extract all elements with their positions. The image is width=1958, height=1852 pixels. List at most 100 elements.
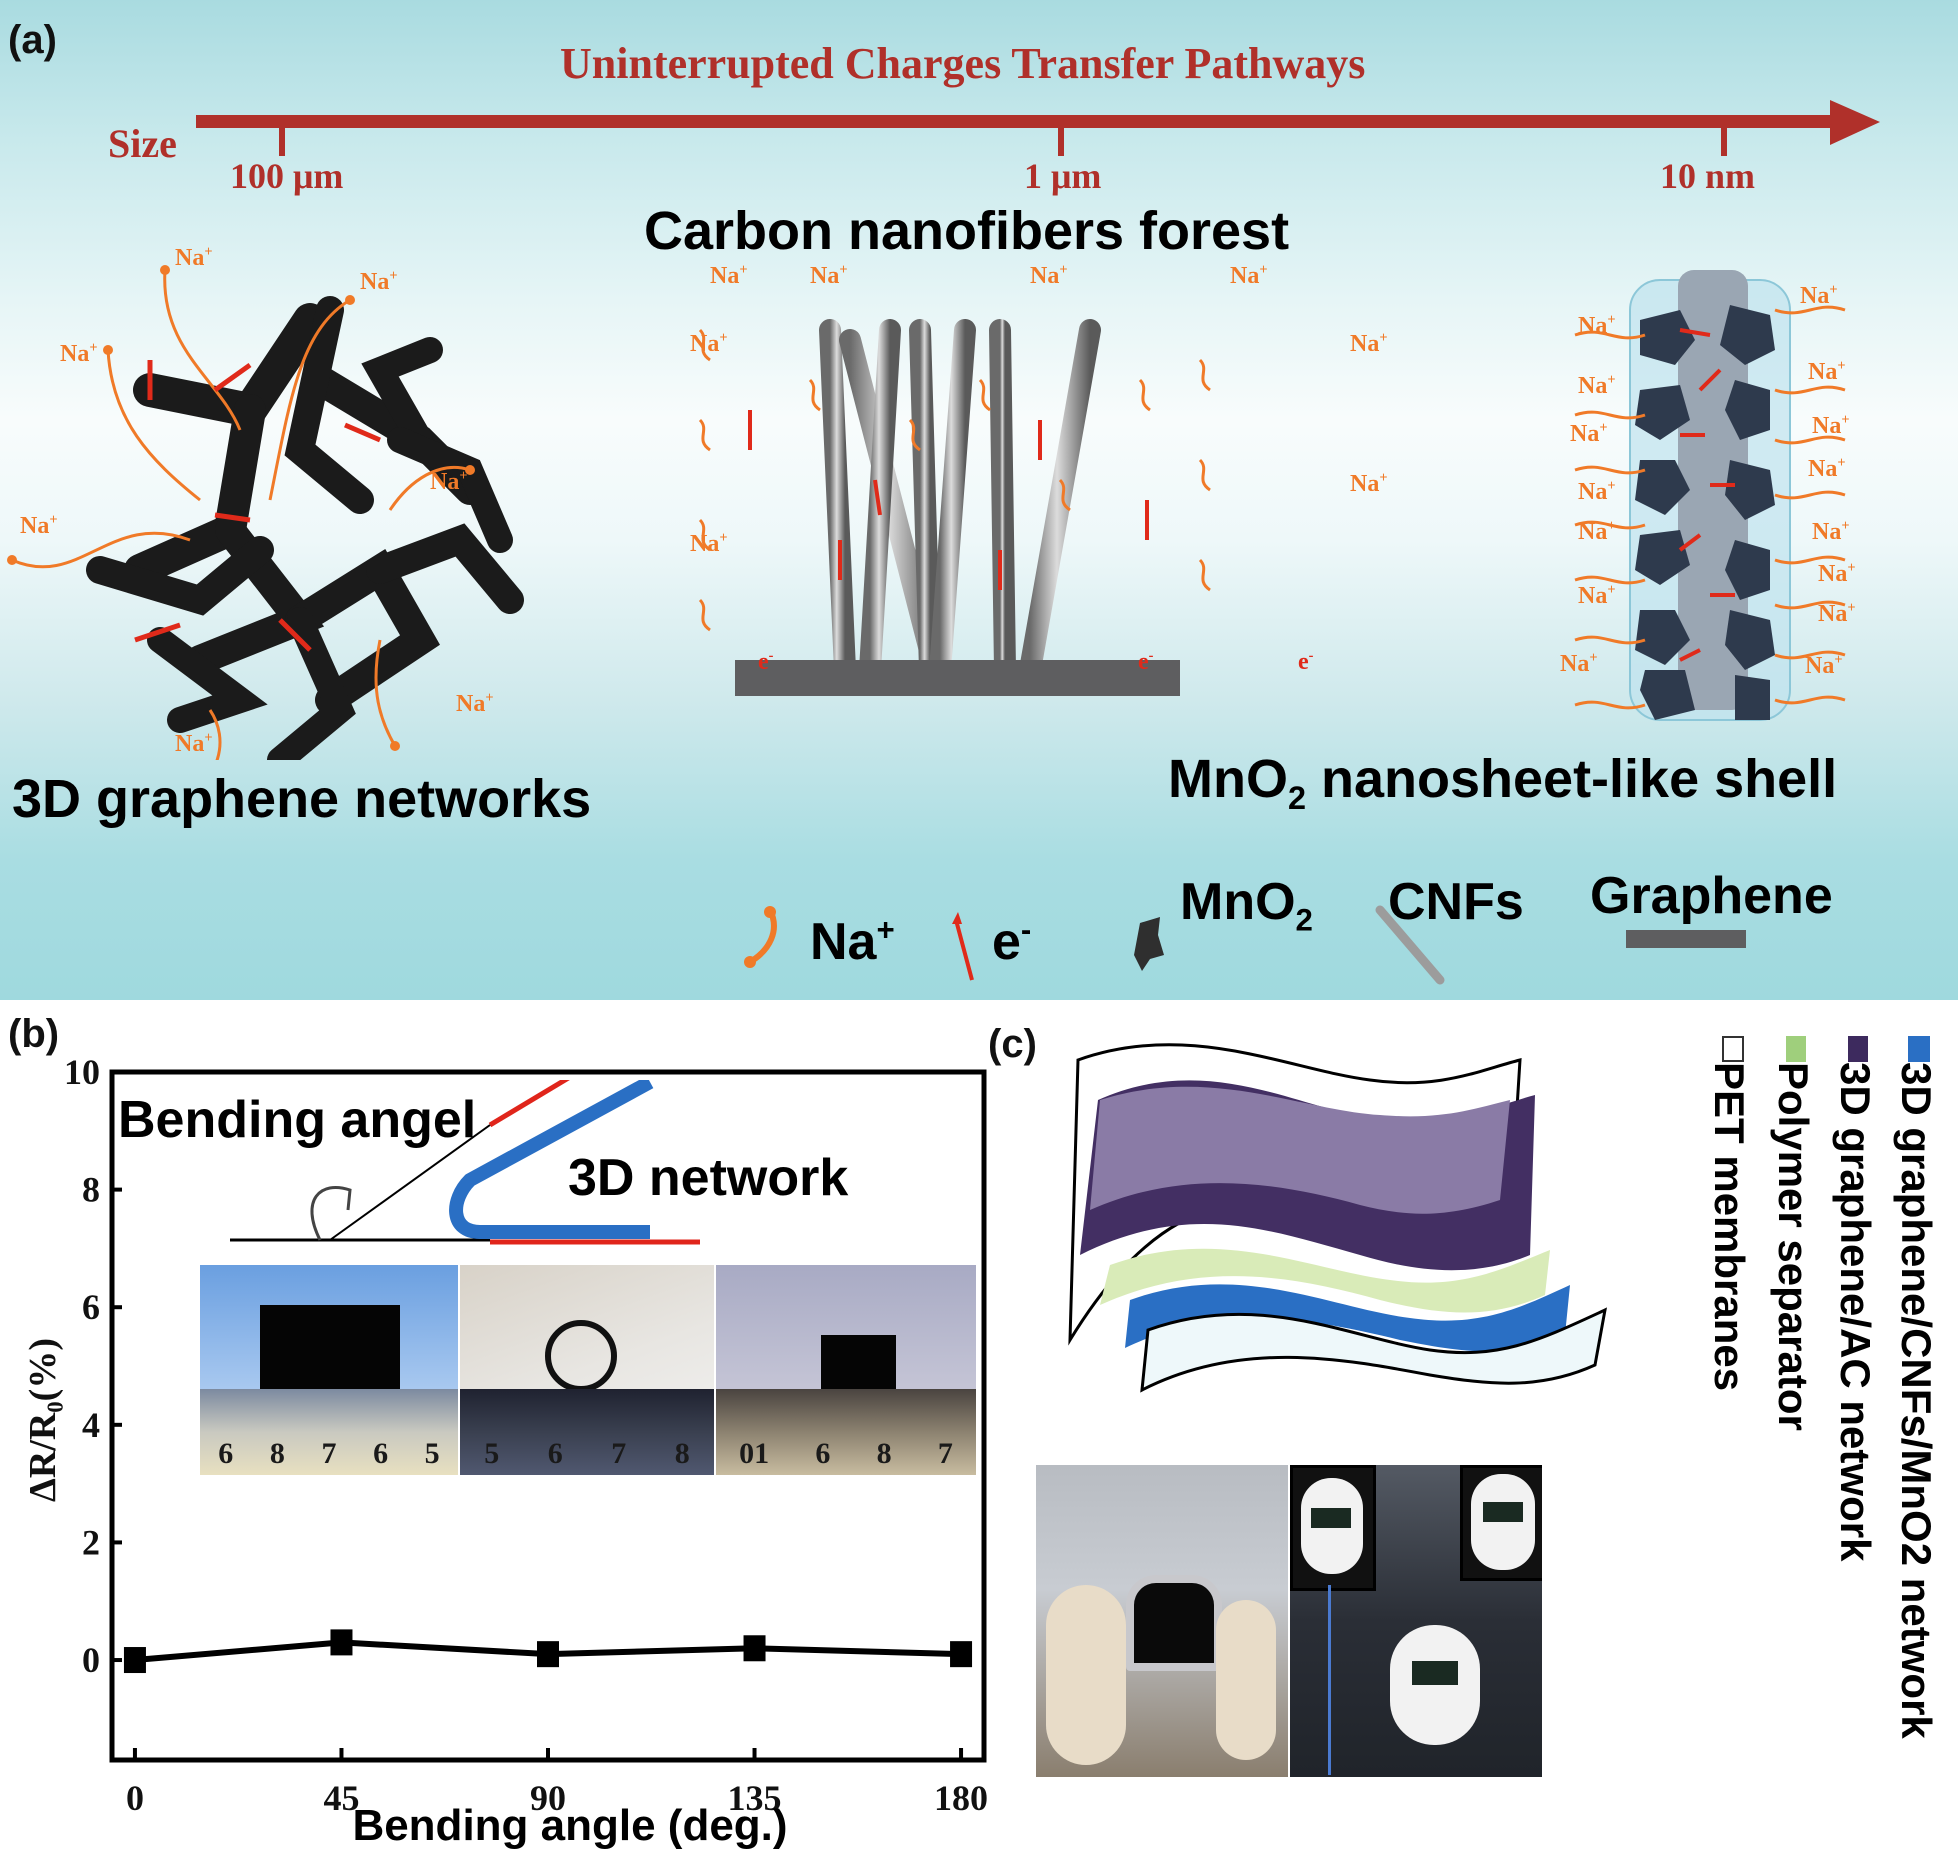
na-ion-label: Na+ — [1578, 582, 1616, 609]
electron-legend-icon — [952, 912, 974, 981]
watch-face — [1471, 1474, 1535, 1570]
na-ion-label: Na+ — [1030, 262, 1068, 289]
legend-swatch-cnf-mno2 — [1908, 1036, 1930, 1062]
na-ion-label: Na+ — [456, 690, 494, 717]
electron-label: e- — [758, 648, 774, 675]
graphene-network-caption: 3D graphene networks — [12, 769, 592, 829]
x-axis-label: Bending angle (deg.) — [352, 1801, 787, 1850]
ruler-number: 01 — [739, 1437, 770, 1470]
watch-inset-left — [1290, 1465, 1376, 1591]
na-ion-label: Na+ — [810, 262, 848, 289]
mno2-shell-illustration — [1574, 270, 1846, 721]
na-ion-label: Na+ — [360, 268, 398, 295]
data-point-marker — [950, 1641, 973, 1668]
ruler-number: 7 — [611, 1437, 627, 1470]
na-ion-label: Na+ — [1808, 358, 1846, 385]
electron-label: e- — [1298, 648, 1314, 675]
mno2-legend-icon — [1134, 917, 1164, 971]
x-tick-label: 45 — [323, 1778, 359, 1818]
glove-finger — [1216, 1600, 1276, 1760]
top-graphene-layer — [1090, 1086, 1510, 1214]
ruler-number: 6 — [815, 1437, 831, 1470]
na-ion-label: Na+ — [60, 340, 98, 367]
na-ion-label: Na+ — [1350, 470, 1388, 497]
legend-swatch-separator — [1786, 1036, 1806, 1062]
legend-label-separator: Polymer separator — [1770, 1062, 1817, 1431]
size-scale-arrow — [196, 100, 1880, 156]
ruler-number: 5 — [484, 1437, 500, 1470]
cnf-forest-illustration — [698, 319, 1211, 696]
y-tick-label: 4 — [82, 1405, 100, 1445]
cnf-legend-icon — [1375, 905, 1445, 985]
watch-inset-right — [1460, 1465, 1542, 1581]
scale-tick-100um: 100 μm — [230, 156, 344, 196]
na-ion-label: Na+ — [175, 244, 213, 271]
rolled-sample — [545, 1320, 617, 1392]
x-tick-label: 135 — [728, 1778, 782, 1818]
data-point-marker — [330, 1629, 353, 1656]
na-ion-label: Na+ — [1808, 455, 1846, 482]
ruler-number: 7 — [937, 1437, 953, 1470]
ruler-number: 6 — [547, 1437, 563, 1470]
panel-a-title: Uninterrupted Charges Transfer Pathways — [560, 39, 1366, 88]
bending-angle-inset-label: Bending angel — [118, 1091, 477, 1149]
na-ion-label: Na+ — [20, 512, 58, 539]
na-ion-label: Na+ — [1230, 262, 1268, 289]
na-ion-label: Na+ — [1350, 330, 1388, 357]
y-tick-label: 8 — [82, 1170, 100, 1210]
electron-label: e- — [1138, 648, 1154, 675]
na-ion-label: Na+ — [1812, 518, 1850, 545]
y-tick-label: 2 — [82, 1522, 100, 1562]
device-layer-stack-diagram — [1068, 1043, 1607, 1393]
cnf-mno2-network-layer — [1125, 1284, 1570, 1352]
graphene-legend-icon — [1626, 930, 1746, 948]
graphene-network-illustration — [7, 265, 524, 760]
legend-e-label: e- — [992, 912, 1032, 971]
na-ion-label: Na+ — [1560, 650, 1598, 677]
na-ion-label: Na+ — [1800, 282, 1838, 309]
3d-network-inset-label: 3D network — [568, 1149, 849, 1207]
legend-swatch-ac — [1848, 1036, 1868, 1062]
legend-mno2-label: MnO2 — [1180, 873, 1313, 938]
ruler-number: 7 — [321, 1437, 337, 1470]
na-ion-label: Na+ — [1578, 312, 1616, 339]
ruler: 01 6 8 7 — [716, 1389, 976, 1475]
y-tick-label: 0 — [82, 1640, 100, 1680]
na-ion-label: Na+ — [430, 468, 468, 495]
ruler-number: 8 — [674, 1437, 690, 1470]
ruler-number: 6 — [218, 1437, 234, 1470]
watch-display — [1412, 1661, 1458, 1685]
polymer-separator-layer — [1100, 1248, 1550, 1313]
mno2-shell-caption: MnO2 nanosheet-like shell — [1168, 749, 1838, 816]
legend-swatch-pet — [1722, 1036, 1744, 1062]
legend-cnfs-label: CNFs — [1388, 873, 1524, 931]
scale-tick-10nm: 10 nm — [1660, 156, 1756, 196]
legend-graphene-label: Graphene — [1590, 867, 1833, 925]
data-point-marker — [537, 1641, 559, 1668]
cnf-forest-caption: Carbon nanofibers forest — [644, 201, 1290, 261]
panel-b-label: (b) — [8, 1012, 60, 1056]
x-tick-label: 90 — [530, 1778, 566, 1818]
watch-face-main — [1390, 1625, 1480, 1745]
ruler-number: 8 — [876, 1437, 892, 1470]
flat-sample-photo: 6 8 7 6 5 — [200, 1265, 458, 1475]
legend-label-pet: PET membranes — [1706, 1062, 1753, 1392]
legend-label-ac: 3D graphene/AC network — [1832, 1062, 1879, 1562]
panel-a: (a) Uninterrupted Charges Transfer Pathw… — [0, 0, 1958, 1000]
na-ion-label: Na+ — [1818, 560, 1856, 587]
na-ion-label: Na+ — [1818, 600, 1856, 627]
na-ion-legend-icon — [744, 906, 777, 968]
scale-tick-1um: 1 μm — [1024, 156, 1102, 196]
na-ion-label: Na+ — [1578, 478, 1616, 505]
flexible-device-photo — [1036, 1465, 1288, 1777]
folded-sample-photo: 01 6 8 7 — [716, 1265, 976, 1475]
data-point-marker — [743, 1635, 766, 1662]
bending-schematic-icon — [230, 1080, 700, 1245]
na-ion-label: Na+ — [1812, 412, 1850, 439]
glove-finger — [1046, 1585, 1126, 1765]
flat-sample — [260, 1305, 400, 1400]
pet-membrane-bottom-layer — [1140, 1307, 1607, 1393]
size-axis-label: Size — [108, 121, 177, 166]
rolled-sample-photo: 5 6 7 8 — [460, 1265, 714, 1475]
